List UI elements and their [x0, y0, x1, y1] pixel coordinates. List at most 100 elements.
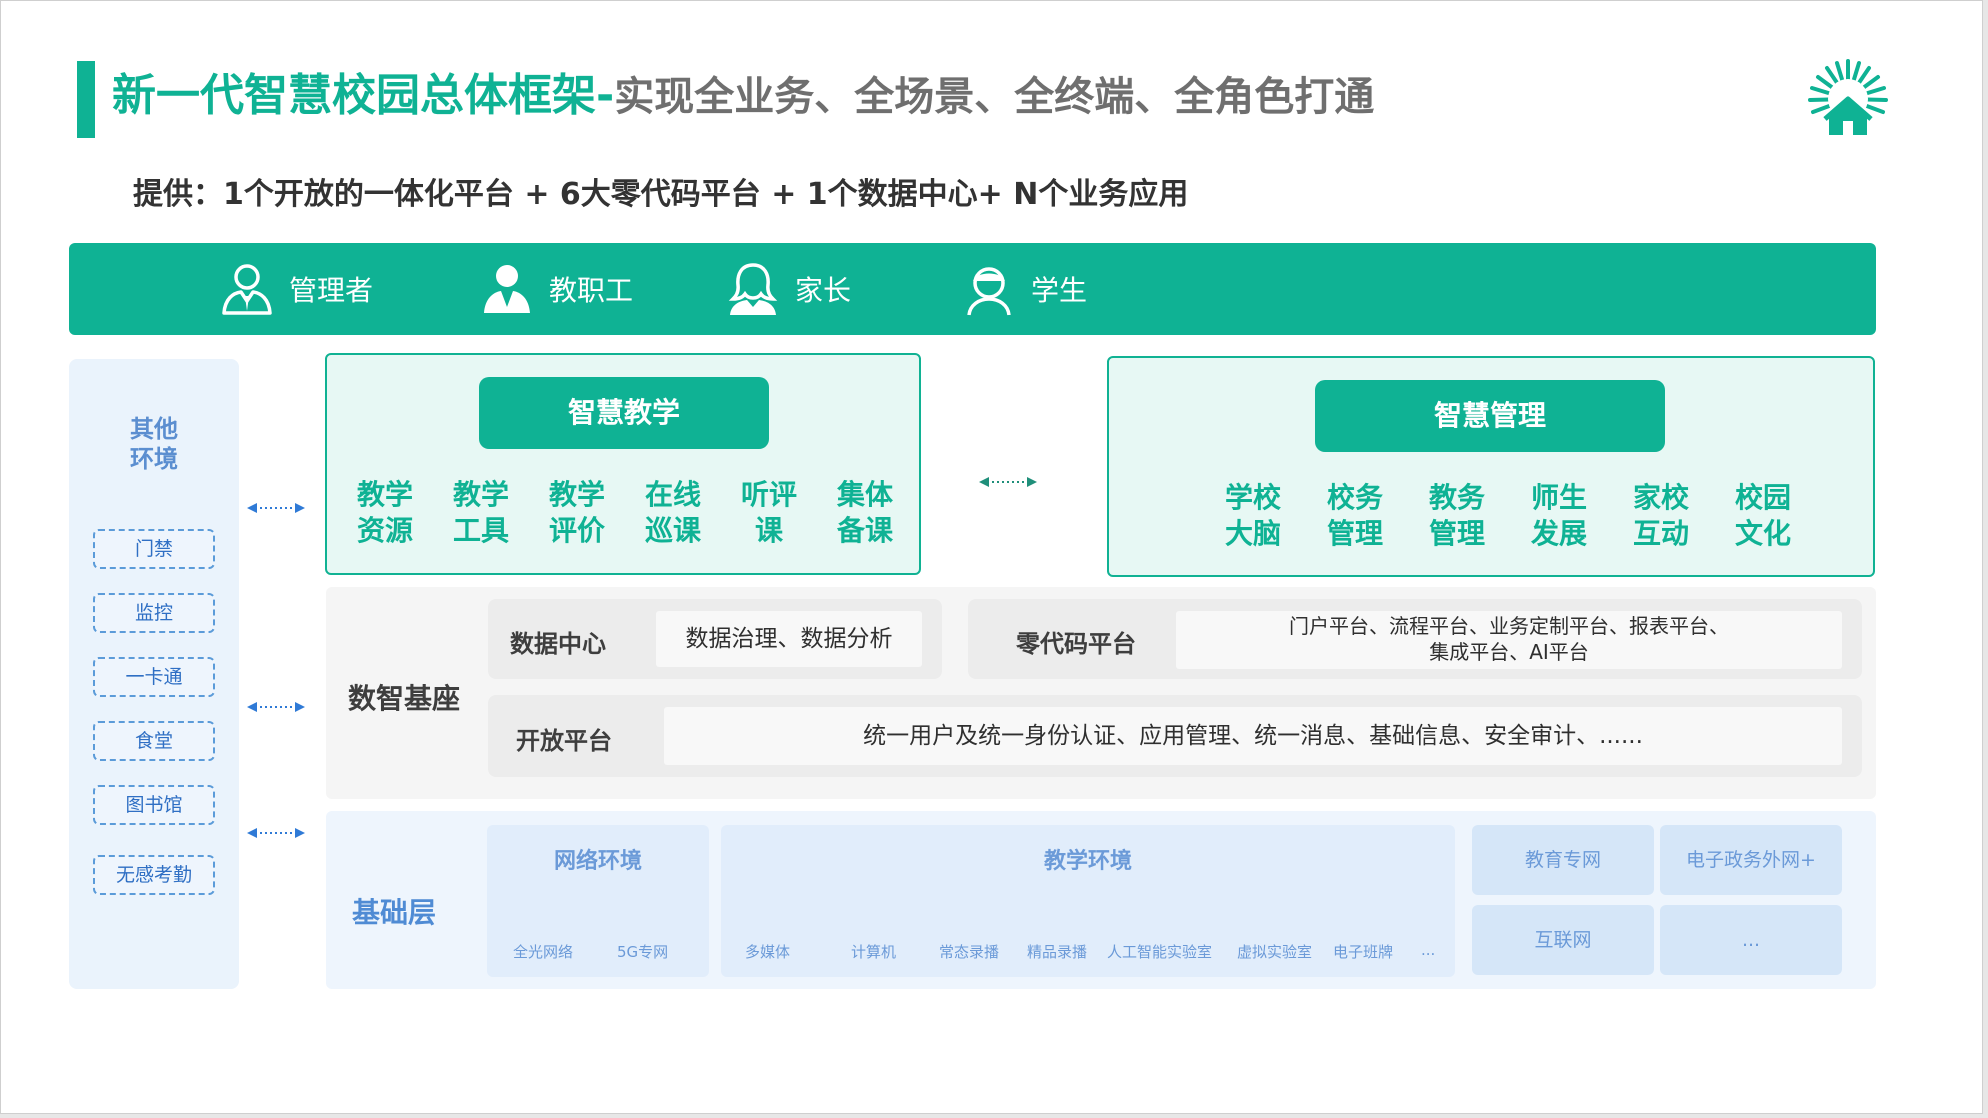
management-item: 校园文化 [1723, 480, 1803, 552]
item-line: 听评 [740, 478, 797, 511]
teaching-item: 在线巡课 [633, 477, 713, 549]
item-line: 文化 [1734, 517, 1791, 550]
double-arrow-icon [979, 477, 1037, 487]
env-item-campus-card: 一卡通 [93, 657, 215, 697]
title-line: 其他 [130, 415, 178, 443]
page-subtitle: 提供：1个开放的一体化平台 + 6大零代码平台 + 1个数据中心+ N个业务应用 [133, 177, 1189, 212]
base-layer-panel: 基础层 网络环境 全光网络 5G专网 教学环境 多媒体 计算机 常态录播 精品录… [326, 811, 1876, 989]
role-manager: 管理者 [219, 243, 373, 335]
teaching-env-item: 常态录播 [939, 943, 1000, 961]
roles-bar: 管理者 教职工 家长 学生 [69, 243, 1876, 335]
teaching-item: 听评课 [729, 477, 809, 549]
management-item: 家校互动 [1621, 480, 1701, 552]
env-item-library: 图书馆 [93, 785, 215, 825]
education-network-box: 教育专网 [1472, 825, 1654, 895]
open-platform-value: 统一用户及统一身份认证、应用管理、统一消息、基础信息、安全审计、...... [664, 707, 1842, 765]
item-line: 校园 [1734, 481, 1791, 514]
staff-icon [484, 265, 530, 313]
more-box: ... [1660, 905, 1842, 975]
management-item: 教务管理 [1417, 480, 1497, 552]
manager-icon [222, 264, 272, 315]
data-center-box: 数据中心 数据治理、数据分析 [488, 599, 942, 679]
data-center-value: 数据治理、数据分析 [656, 611, 922, 667]
management-item: 师生发展 [1519, 480, 1599, 552]
item-line: 课 [754, 514, 783, 547]
zero-code-value: 门户平台、流程平台、业务定制平台、报表平台、 集成平台、AI平台 [1176, 611, 1842, 669]
item-line: 集体 [836, 478, 893, 511]
item-line: 巡课 [644, 514, 701, 547]
item-line: 评价 [548, 514, 605, 547]
teaching-item: 教学资源 [345, 477, 425, 549]
network-item: 5G专网 [617, 943, 669, 961]
title-main: 新一代智慧校园总体框架- [112, 70, 615, 121]
item-line: 学校 [1224, 481, 1281, 514]
management-item: 学校大脑 [1213, 480, 1293, 552]
open-platform-label: 开放平台 [516, 727, 612, 755]
internet-box: 互联网 [1472, 905, 1654, 975]
zero-code-line: 集成平台、AI平台 [1429, 640, 1589, 664]
smart-teaching-title: 智慧教学 [479, 377, 769, 449]
teaching-env-item: ... [1421, 941, 1436, 959]
double-arrow-icon [247, 503, 305, 513]
smart-management-title: 智慧管理 [1315, 380, 1665, 452]
management-item: 校务管理 [1315, 480, 1395, 552]
item-line: 互动 [1632, 517, 1689, 550]
role-label: 教职工 [549, 274, 634, 307]
zero-code-box: 零代码平台 门户平台、流程平台、业务定制平台、报表平台、 集成平台、AI平台 [968, 599, 1862, 679]
teaching-env-item: 电子班牌 [1333, 943, 1394, 961]
page-title: 新一代智慧校园总体框架-实现全业务、全场景、全终端、全角色打通 [112, 61, 1374, 131]
title-sub: 实现全业务、全场景、全终端、全角色打通 [614, 74, 1375, 120]
double-arrow-icon [247, 702, 305, 712]
egov-network-box: 电子政务外网+ [1660, 825, 1842, 895]
student-icon [967, 267, 1011, 316]
teaching-env-item: 人工智能实验室 [1107, 943, 1213, 961]
base-layer-label: 基础层 [352, 896, 437, 929]
digital-base-label: 数智基座 [348, 682, 461, 715]
item-line: 师生 [1530, 481, 1587, 514]
other-environment-title: 其他 环境 [69, 414, 239, 474]
item-line: 管理 [1428, 517, 1485, 550]
zero-code-label: 零代码平台 [1016, 630, 1136, 658]
digital-base-panel: 数智基座 数据中心 数据治理、数据分析 零代码平台 门户平台、流程平台、业务定制… [326, 587, 1876, 799]
item-line: 工具 [452, 514, 509, 547]
network-item: 全光网络 [513, 943, 574, 961]
data-center-label: 数据中心 [510, 630, 606, 658]
item-line: 教学 [356, 478, 413, 511]
role-label: 家长 [795, 274, 852, 307]
item-line: 备课 [836, 514, 893, 547]
env-item-monitoring: 监控 [93, 593, 215, 633]
item-line: 发展 [1530, 517, 1587, 550]
role-parent: 家长 [725, 243, 851, 335]
teaching-item: 教学评价 [537, 477, 617, 549]
item-line: 管理 [1326, 517, 1383, 550]
item-line: 家校 [1632, 481, 1689, 514]
school-sunburst-logo [1808, 59, 1888, 135]
teaching-item: 教学工具 [441, 477, 521, 549]
env-item-door-access: 门禁 [93, 529, 215, 569]
parent-icon [728, 263, 778, 315]
item-line: 教学 [452, 478, 509, 511]
env-item-canteen: 食堂 [93, 721, 215, 761]
item-line: 大脑 [1224, 517, 1281, 550]
title-line: 环境 [130, 445, 178, 473]
role-staff: 教职工 [479, 243, 633, 335]
item-line: 资源 [356, 514, 413, 547]
other-environment-panel: 其他 环境 门禁 监控 一卡通 食堂 图书馆 无感考勤 [69, 359, 239, 989]
zero-code-line: 门户平台、流程平台、业务定制平台、报表平台、 [1289, 614, 1729, 638]
teaching-env-item: 虚拟实验室 [1237, 943, 1313, 961]
teaching-env-box: 教学环境 多媒体 计算机 常态录播 精品录播 人工智能实验室 虚拟实验室 电子班… [721, 825, 1455, 977]
smart-teaching-panel: 智慧教学 教学资源 教学工具 教学评价 在线巡课 听评课 集体备课 [325, 353, 921, 575]
role-label: 管理者 [289, 274, 374, 307]
item-line: 教务 [1428, 481, 1485, 514]
smart-management-panel: 智慧管理 学校大脑 校务管理 教务管理 师生发展 家校互动 校园文化 [1107, 356, 1875, 577]
item-line: 校务 [1326, 481, 1383, 514]
env-item-attendance: 无感考勤 [93, 855, 215, 895]
teaching-env-item: 多媒体 [745, 943, 791, 961]
double-arrow-icon [247, 828, 305, 838]
teaching-env-title: 教学环境 [1043, 849, 1132, 874]
teaching-env-item: 计算机 [851, 943, 897, 961]
role-student: 学生 [961, 243, 1087, 335]
open-platform-box: 开放平台 统一用户及统一身份认证、应用管理、统一消息、基础信息、安全审计、...… [488, 695, 1862, 777]
teaching-item: 集体备课 [825, 477, 905, 549]
